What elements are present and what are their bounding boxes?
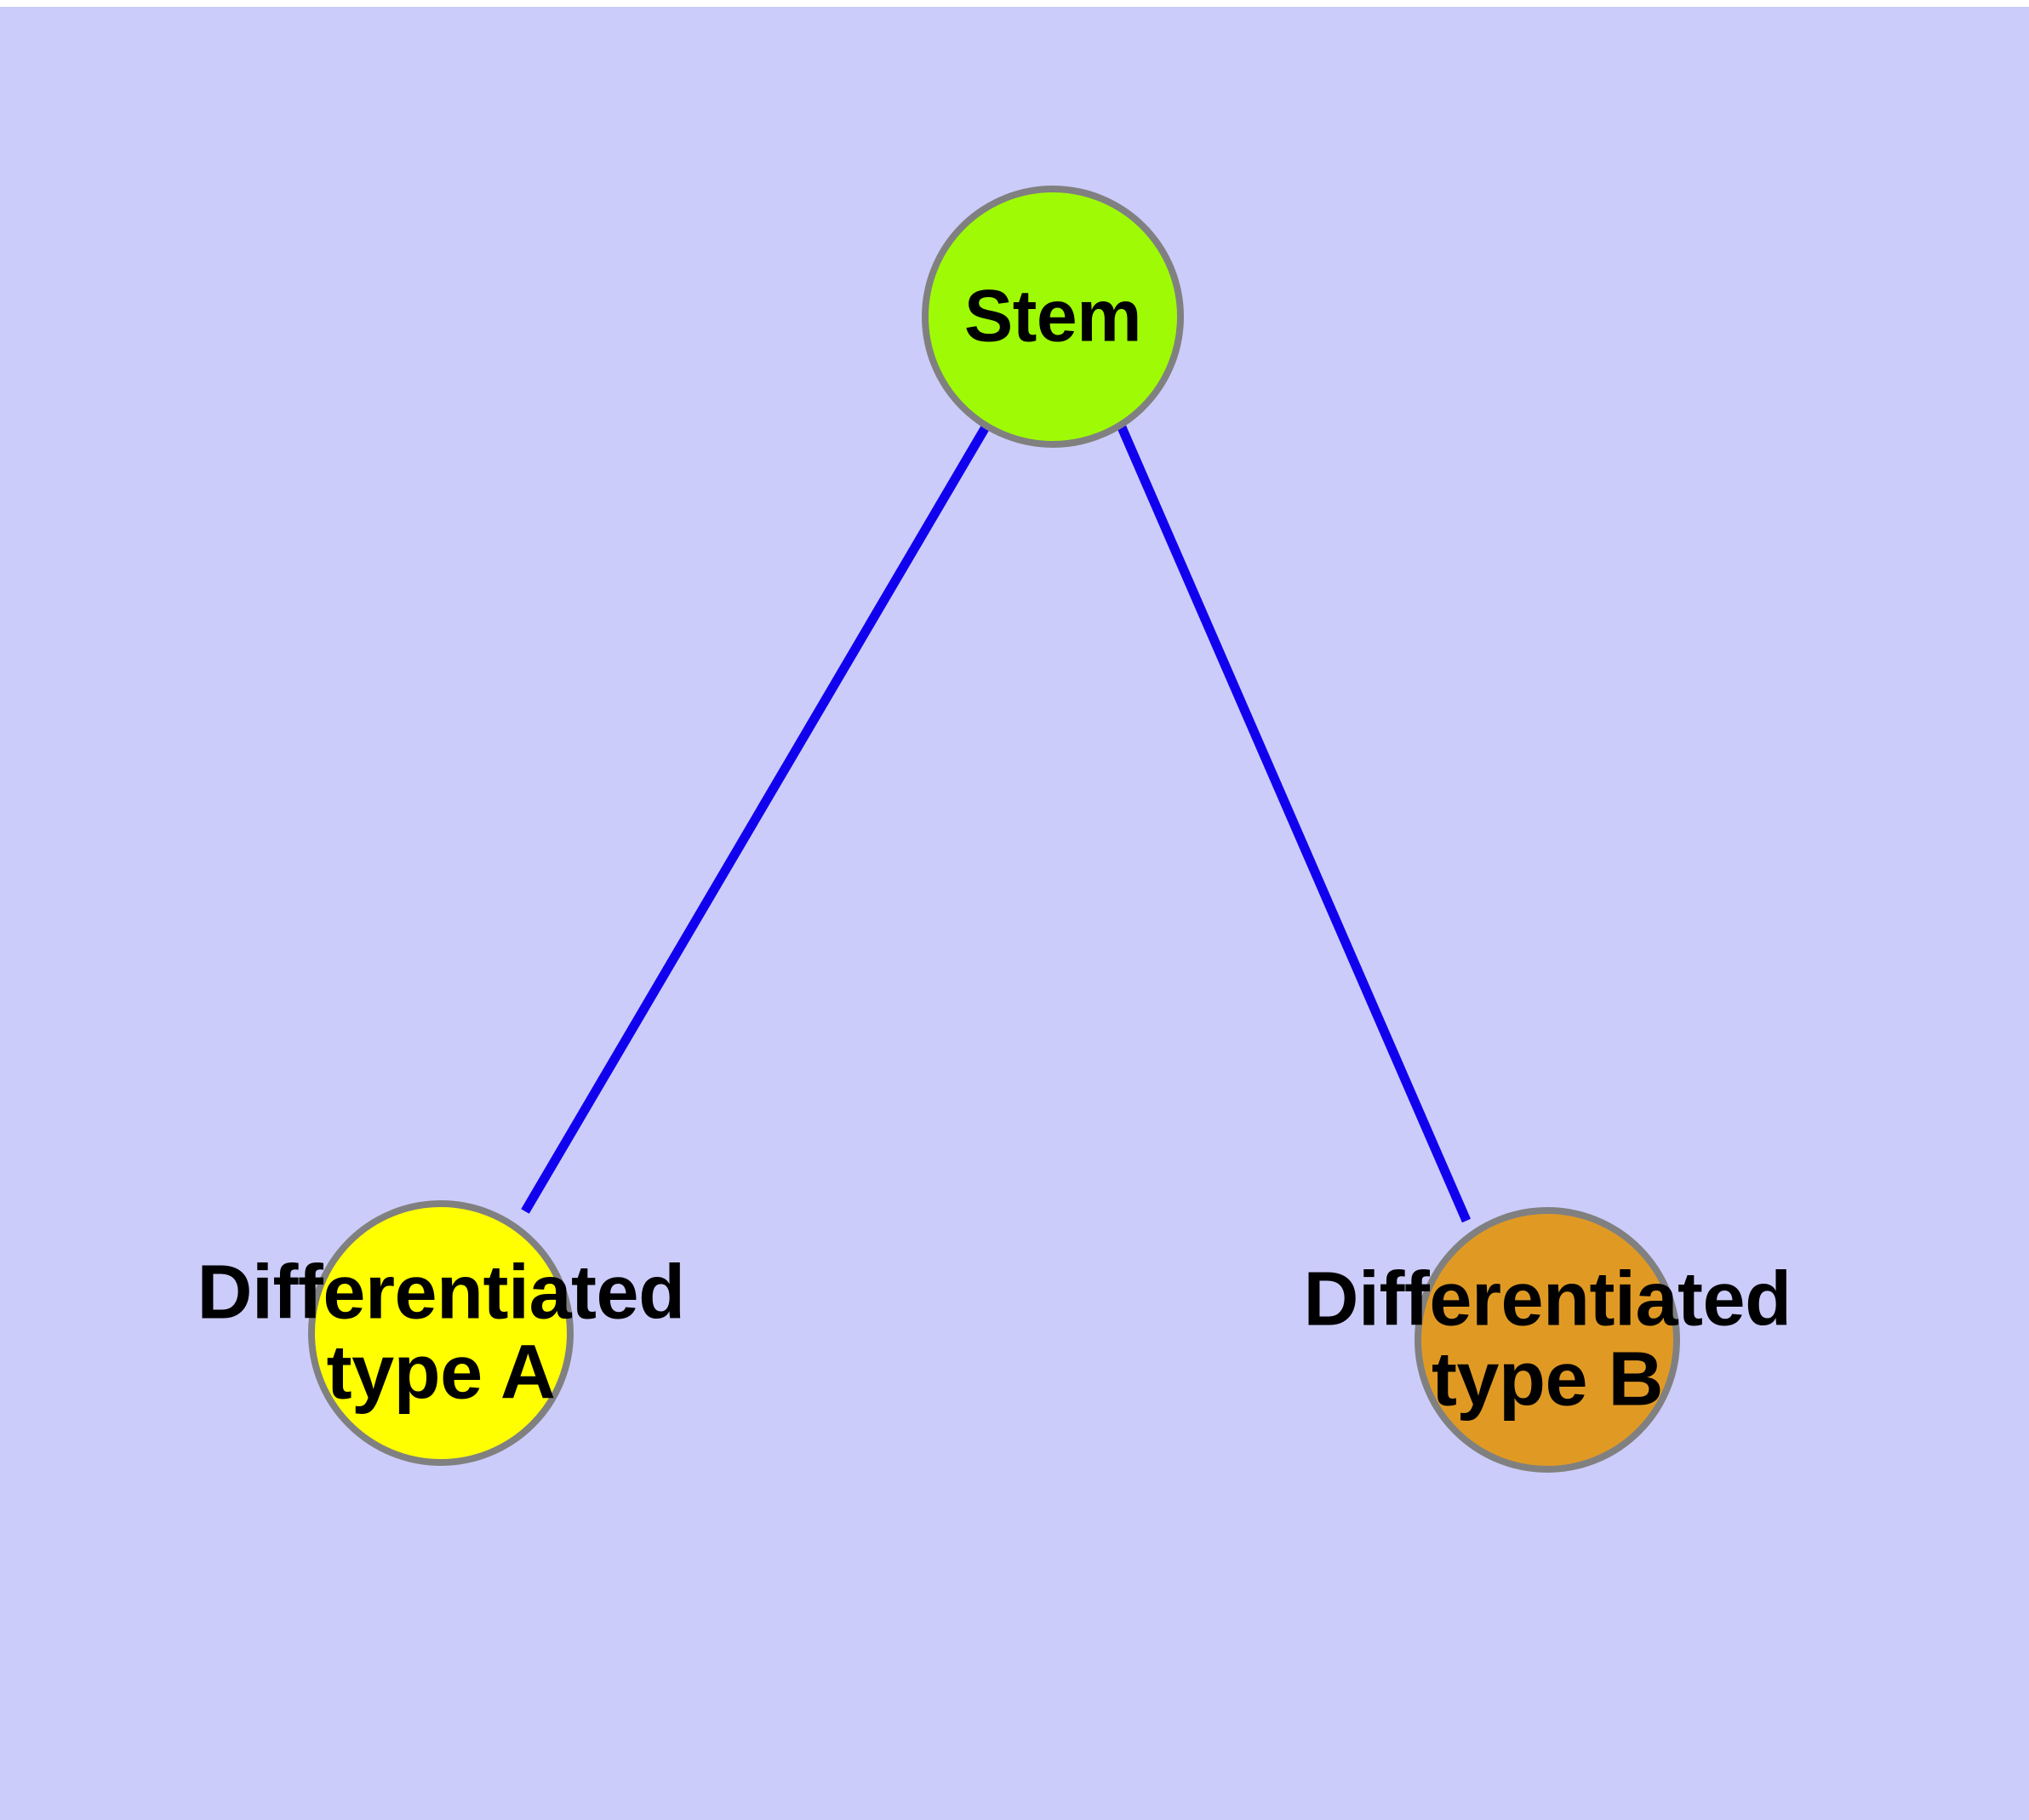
graph-stage: Stem Differentiated type A Differentiate… [0, 7, 2029, 1820]
graph-svg [308, 186, 1680, 1473]
node-layer [308, 186, 1680, 1473]
node-circle-diff-type-b[interactable] [1415, 1207, 1680, 1473]
edge-stem-to-type-b[interactable] [1117, 425, 1472, 1223]
edge-stem-to-type-a[interactable] [521, 423, 991, 1214]
node-circle-diff-type-a[interactable] [308, 1200, 574, 1466]
edge-layer [521, 423, 1472, 1223]
node-circle-stem[interactable] [922, 186, 1184, 448]
